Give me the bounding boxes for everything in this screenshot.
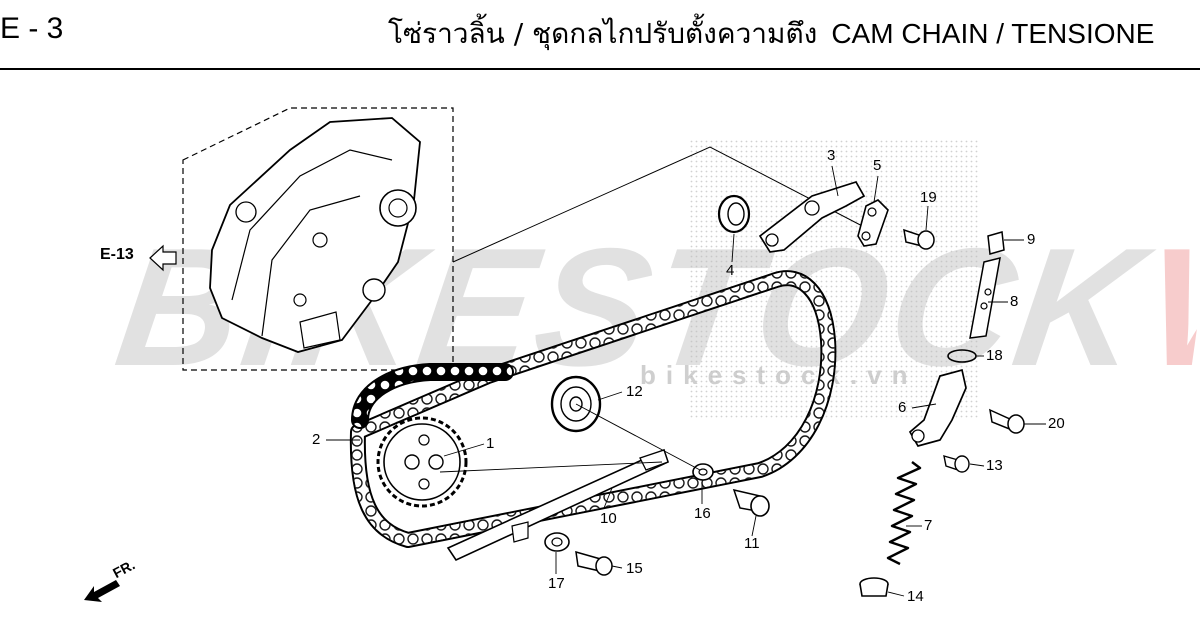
reference-arrow-icon <box>149 244 177 272</box>
callout-14[interactable]: 14 <box>907 588 924 605</box>
stopper-plate <box>758 180 866 253</box>
gasket <box>857 199 889 247</box>
callout-16[interactable]: 16 <box>694 505 711 522</box>
callout-10[interactable]: 10 <box>600 510 617 527</box>
diagram-title: โซ่ราวลิ้น / ชุดกลไกปรับตั้งความตึง CAM C… <box>388 12 1200 56</box>
title-english: CAM CHAIN / TENSIONE <box>831 18 1155 49</box>
callout-17[interactable]: 17 <box>548 575 565 592</box>
diagram-code: E - 3 <box>0 12 64 45</box>
callout-1[interactable]: 1 <box>486 435 495 452</box>
leader-lines <box>326 165 1046 597</box>
callout-9[interactable]: 9 <box>1027 231 1036 248</box>
cam-sprocket <box>376 416 468 508</box>
bearing-bore <box>379 189 417 227</box>
callout-15[interactable]: 15 <box>626 560 643 577</box>
tensioner-spring <box>886 461 922 566</box>
callout-18[interactable]: 18 <box>986 347 1003 364</box>
tensioner-pushrod <box>969 256 1001 339</box>
washer-16 <box>692 463 714 481</box>
title-thai: โซ่ราวลิ้น / ชุดกลไกปรับตั้งความตึง <box>388 17 818 50</box>
crankcase-assembly <box>182 107 454 371</box>
callout-5[interactable]: 5 <box>873 157 882 174</box>
reference-label[interactable]: E-13 <box>100 246 134 263</box>
header-divider <box>0 68 1200 70</box>
callout-8[interactable]: 8 <box>1010 293 1019 310</box>
tensioner-cap <box>987 231 1005 255</box>
callout-7[interactable]: 7 <box>924 517 933 534</box>
tensioner-arm <box>908 368 967 447</box>
callout-12[interactable]: 12 <box>626 383 643 400</box>
front-direction-arrow-icon <box>84 580 120 602</box>
callout-13[interactable]: 13 <box>986 457 1003 474</box>
callout-4[interactable]: 4 <box>726 262 735 279</box>
callout-19[interactable]: 19 <box>920 189 937 206</box>
callout-11[interactable]: 11 <box>744 535 760 552</box>
callout-20[interactable]: 20 <box>1048 415 1065 432</box>
callout-2[interactable]: 2 <box>312 431 321 448</box>
callout-3[interactable]: 3 <box>827 147 836 164</box>
cam-chain <box>349 270 837 548</box>
washer-17 <box>544 532 570 552</box>
callout-6[interactable]: 6 <box>898 399 907 416</box>
